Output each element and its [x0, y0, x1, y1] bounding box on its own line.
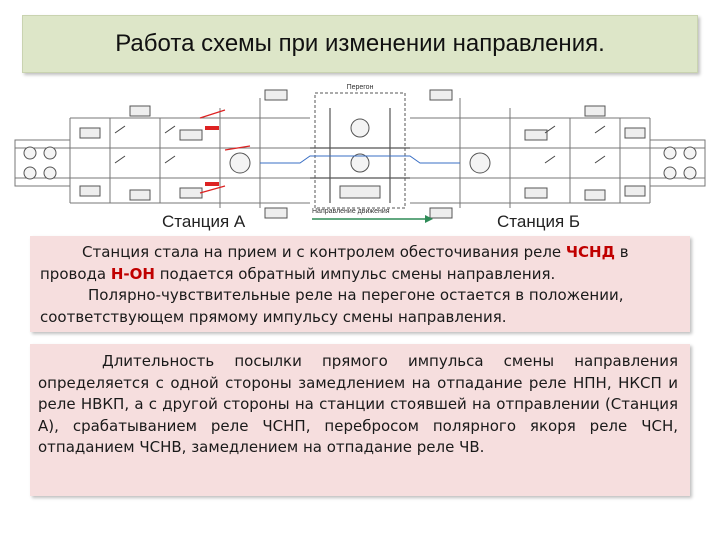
- text-box-2: Длительность посылки прямого импульса см…: [30, 344, 690, 496]
- circuit-diagram: Перегон: [14, 84, 706, 219]
- box1-text-b: в провода: [40, 243, 629, 283]
- direction-arrow: [312, 215, 433, 223]
- relay-name-chsnd: ЧСНД: [565, 243, 615, 261]
- direction-label: Направление движения: [312, 208, 390, 215]
- station-a-label: Станция А: [162, 212, 246, 231]
- box1-text-c: подается обратный импульс смены направле…: [154, 264, 556, 283]
- wire-name-non: Н-ОН: [110, 264, 155, 283]
- station-b-label: Станция Б: [497, 212, 581, 231]
- box1-text-a: Станция стала на прием и с контролем обе…: [82, 243, 566, 261]
- section-label: Перегон: [347, 84, 374, 91]
- box1-paragraph-1: Станция стала на прием и с контролем обе…: [40, 242, 682, 285]
- text-box-1: Станция стала на прием и с контролем обе…: [30, 236, 690, 332]
- page-title: Работа схемы при изменении направления.: [115, 30, 605, 57]
- box1-paragraph-2: Полярно-чувствительные реле на перегоне …: [40, 286, 624, 326]
- title-banner: Работа схемы при изменении направления.: [22, 15, 698, 73]
- box2-paragraph: Длительность посылки прямого импульса см…: [38, 352, 678, 456]
